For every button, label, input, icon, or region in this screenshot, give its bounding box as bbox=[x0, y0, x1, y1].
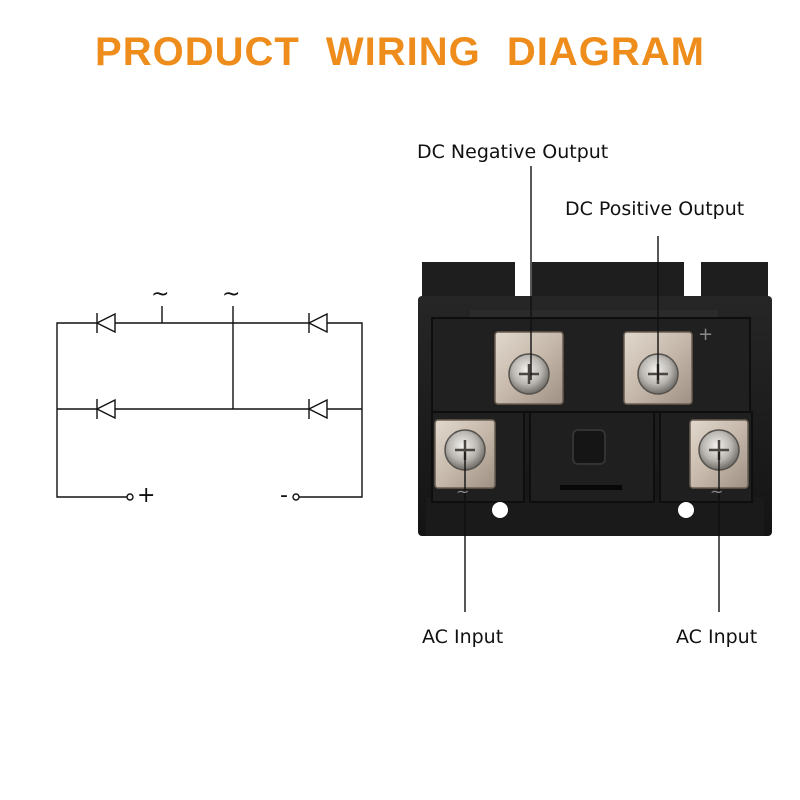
rectifier-module bbox=[418, 262, 772, 536]
module-bottom-flange bbox=[426, 498, 764, 536]
mounting-hole-left bbox=[492, 502, 508, 518]
label-dc-positive-output: DC Positive Output bbox=[565, 198, 745, 220]
panel-top bbox=[431, 317, 751, 413]
ac-symbol-left: ~ bbox=[151, 282, 170, 307]
screw-ac-right bbox=[698, 429, 740, 471]
negative-terminal bbox=[292, 493, 300, 501]
module-ac-mark-right: ~ bbox=[710, 482, 724, 501]
bridge-schematic bbox=[56, 306, 363, 501]
module-top-flange bbox=[422, 262, 768, 304]
module-positive-mark: + bbox=[698, 324, 714, 345]
screw-ac-left bbox=[444, 429, 486, 471]
diode-middle-left bbox=[95, 398, 116, 420]
diode-top-left bbox=[95, 312, 116, 334]
diode-middle-right bbox=[307, 398, 328, 420]
minus-symbol: - bbox=[280, 483, 288, 508]
label-dc-negative-output: DC Negative Output bbox=[417, 141, 609, 163]
label-ac-input-left: AC Input bbox=[422, 626, 504, 648]
diode-top-right bbox=[307, 312, 328, 334]
label-ac-input-right: AC Input bbox=[676, 626, 758, 648]
center-bar bbox=[560, 485, 622, 490]
left-rail-wire bbox=[56, 322, 363, 498]
screw-dc-negative bbox=[508, 353, 550, 395]
center-nut bbox=[572, 429, 606, 465]
positive-terminal bbox=[126, 493, 134, 501]
plus-symbol: + bbox=[137, 483, 156, 508]
diagram-title: PRODUCT WIRING DIAGRAM bbox=[95, 30, 705, 74]
module-ac-mark-left: ~ bbox=[456, 482, 470, 501]
mounting-hole-right bbox=[678, 502, 694, 518]
ac-symbol-right: ~ bbox=[222, 282, 241, 307]
callout-lines bbox=[464, 166, 720, 612]
